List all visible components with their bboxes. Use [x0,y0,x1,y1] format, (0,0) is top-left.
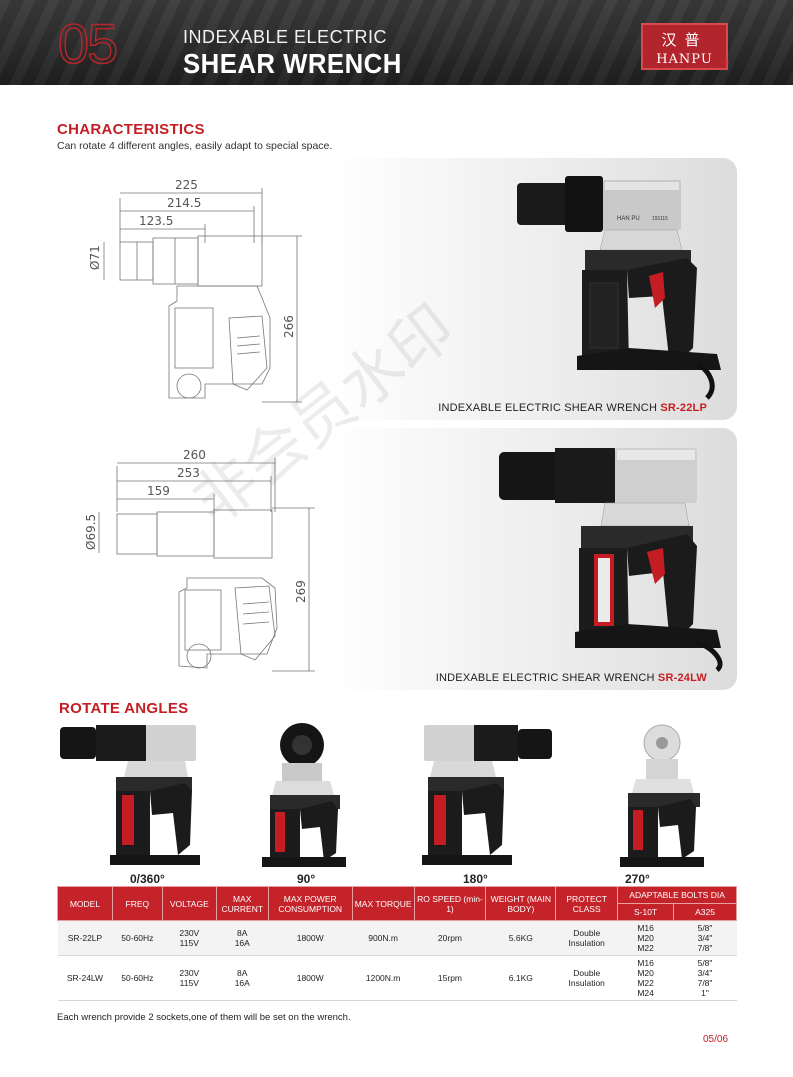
dim-label-3: 123.5 [139,214,173,228]
hanpu-logo: 汉普 HANPU [641,23,728,70]
panel-caption-sr24lw: INDEXABLE ELECTRIC SHEAR WRENCH SR-24LW [436,672,707,684]
cell-freq: 50-60Hz [112,955,163,1001]
characteristics-description: Can rotate 4 different angles, easily ad… [57,140,333,152]
caption-prefix: INDEXABLE ELECTRIC SHEAR WRENCH [438,402,658,414]
model-name-sr22lp: SR-22LP [660,402,707,414]
cell-current: 8A 16A [216,920,269,956]
header-model: MODEL [57,886,113,921]
characteristics-title: CHARACTERISTICS [57,121,205,138]
cell-voltage: 230V 115V [162,920,217,956]
angle-label-0: 0/360° [130,872,165,886]
table-row: SR-24LW 50-60Hz 230V 115V 8A 16A 1800W 1… [57,955,737,1001]
header-voltage: VOLTAGE [161,886,217,921]
cell-power: 1800W [268,955,353,1001]
dim-label-5: 269 [294,580,308,603]
logo-english: HANPU [656,52,713,67]
model-name-sr24lw: SR-24LW [657,672,707,684]
cell-power: 1800W [268,920,353,956]
rotate-angles-title: ROTATE ANGLES [59,700,189,717]
page-header: 05 INDEXABLE ELECTRIC SHEAR WRENCH 汉普 HA… [0,0,793,85]
header-freq: FREQ [111,886,163,921]
header-title-line1: INDEXABLE ELECTRIC [183,27,388,47]
technical-drawing-sr24lw: 260 253 159 Ø69.5 269 [84,448,315,672]
header-s10t: S-10T [617,903,675,921]
header-ro-speed: RO SPEED (min-1) [413,886,487,921]
dim-label-1: 260 [183,448,206,462]
product-photo-sr24lw [499,448,723,672]
cell-freq: 50-60Hz [112,920,163,956]
cell-s10t: M16 M20 M22 [617,920,674,956]
header-title-line2: SHEAR WRENCH [183,48,402,79]
header-protect-class: PROTECT CLASS [555,886,619,921]
header-weight: WEIGHT (MAIN BODY) [485,886,557,921]
cell-current: 8A 16A [216,955,269,1001]
dim-label-4: Ø69.5 [84,514,98,550]
dim-label-2: 214.5 [167,196,201,210]
angle-label-270: 270° [625,872,650,886]
product-panel-sr22lp: 225 214.5 123.5 Ø71 266 HAN PU 191115 IN… [57,158,737,420]
cell-voltage: 230V 115V [162,955,217,1001]
header-adaptable-bolts: ADAPTABLE BOLTS DIA [617,886,737,904]
caption-prefix: INDEXABLE ELECTRIC SHEAR WRENCH [435,672,655,684]
header-max-current: MAX CURRENT [215,886,269,921]
cell-a325: 5/8" 3/4" 7/8" 1" [673,955,737,1001]
header-a325: A325 [673,903,737,921]
product-panel-sr24lw: 260 253 159 Ø69.5 269 INDEXABLE ELECTRIC… [57,428,737,690]
tool-view-0-deg [60,725,200,865]
cell-weight: 5.6KG [485,920,556,956]
cell-s10t: M16 M20 M22 M24 [617,955,674,1001]
cell-model: SR-24LW [57,955,113,1001]
rotate-angles-images [60,723,704,867]
tool-view-90-deg [262,723,346,867]
tool-serial-text: 191115 [652,216,668,222]
header-max-torque: MAX TORQUE [351,886,415,921]
header-page-number: 05 [57,12,119,75]
page-footer-number: 05/06 [703,1034,729,1045]
dim-label-2: 253 [177,466,200,480]
tool-view-270-deg [620,724,704,867]
logo-chinese: 汉普 [661,31,708,49]
cell-speed: 20rpm [414,920,486,956]
cell-weight: 6.1KG [485,955,556,1001]
cell-model: SR-22LP [57,920,113,956]
footnote: Each wrench provide 2 sockets,one of the… [57,1012,351,1023]
technical-drawing-sr22lp: 225 214.5 123.5 Ø71 266 [88,178,302,403]
cell-torque: 1200N.m [352,955,415,1001]
dim-label-5: 266 [282,315,296,338]
table-row: SR-22LP 50-60Hz 230V 115V 8A 16A 1800W 9… [57,920,737,956]
logo-registered-mark: ® [722,57,729,67]
dim-label-4: Ø71 [88,245,102,270]
cell-speed: 15rpm [414,955,486,1001]
header-max-power: MAX POWER CONSUMPTION [267,886,353,921]
cell-torque: 900N.m [352,920,415,956]
dim-label-3: 159 [147,484,170,498]
cell-protect: Double Insulation [555,955,618,1001]
dim-label-1: 225 [175,178,198,192]
tool-view-180-deg [422,725,552,865]
product-photo-sr22lp: HAN PU 191115 [517,176,721,400]
angle-label-180: 180° [463,872,488,886]
spec-table: MODEL FREQ VOLTAGE MAX CURRENT MAX POWER… [57,886,737,1001]
panel-caption-sr22lp: INDEXABLE ELECTRIC SHEAR WRENCH SR-22LP [438,402,707,414]
tool-brand-text: HAN PU [617,216,640,222]
cell-a325: 5/8" 3/4" 7/8" [673,920,737,956]
angle-label-90: 90° [297,872,316,886]
cell-protect: Double Insulation [555,920,618,956]
